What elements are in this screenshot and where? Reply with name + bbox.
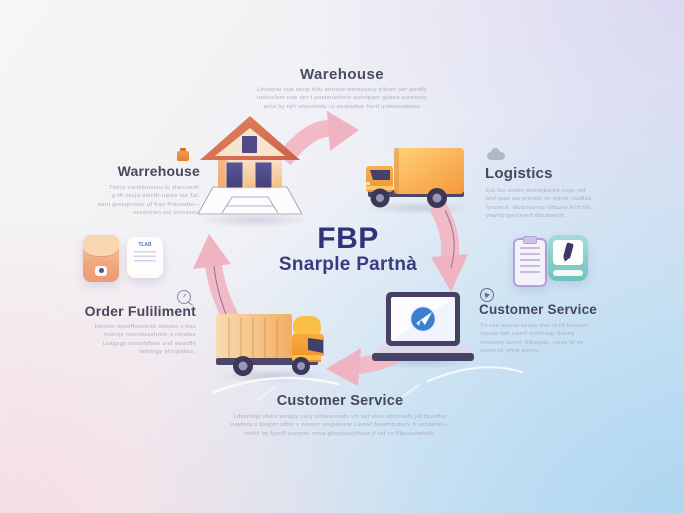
stylus-tile	[548, 235, 588, 281]
delivery-truck-illustration	[216, 314, 327, 376]
logistics-truck-illustration	[366, 148, 464, 208]
warehouse-top-title: Warehouse	[300, 66, 384, 83]
cloud-icon	[487, 148, 505, 160]
customer-service-right-title: Customer Service	[479, 302, 598, 317]
flow-arrow-down	[429, 200, 468, 292]
envelope-tile	[83, 235, 119, 282]
road-lines	[212, 366, 524, 402]
brand-subtitle: Snarple Partnà	[278, 254, 418, 275]
clipboard-lines	[520, 247, 540, 273]
logistics-text: Est fus svvmr dvenqbasrd ceps rwf blvf-j…	[486, 188, 592, 220]
house-illustration	[198, 116, 302, 215]
order-fulfillment-text: Hdsrvo ripseffcsesrsb sbsoes v hou msesj…	[94, 324, 196, 356]
shipping-label-tile: TLAB	[127, 237, 163, 278]
clipboard-tile	[513, 238, 547, 287]
logistics-title: Logistics	[485, 165, 553, 182]
laptop-illustration	[372, 292, 474, 361]
send-icon	[480, 288, 494, 302]
warehouse-left-title: Warrehouse	[117, 163, 200, 179]
customer-service-bottom-title: Customer Service	[276, 393, 404, 409]
stylus-bar	[553, 270, 583, 276]
warehouse-top-text: Linsepar sua derip tufu aernow wetosuscy…	[256, 87, 428, 110]
brand-title: FBP	[317, 222, 379, 255]
clock-icon	[177, 290, 191, 304]
customer-service-right-text: Tx-vss usscla serws dve.ro irf tvswcsc r…	[480, 323, 589, 355]
warehouse-left-text: Timcs varmlonssru-tu ylurconnf. g-fA nes…	[97, 185, 200, 217]
label-stamp-text: TLAB	[138, 242, 152, 248]
package-icon	[177, 148, 189, 161]
label-lines	[134, 251, 156, 264]
customer-service-bottom-text: Ldvsrfsqv vfwrv wsvjsy vvcy srfsvwsswfs …	[230, 414, 450, 437]
envelope-seal-icon	[95, 266, 107, 276]
house-shadow	[196, 212, 312, 228]
center-brand: FBP Snarple Partnà	[248, 222, 448, 276]
order-fulfillment-title: Order Fuliliment	[84, 303, 196, 319]
